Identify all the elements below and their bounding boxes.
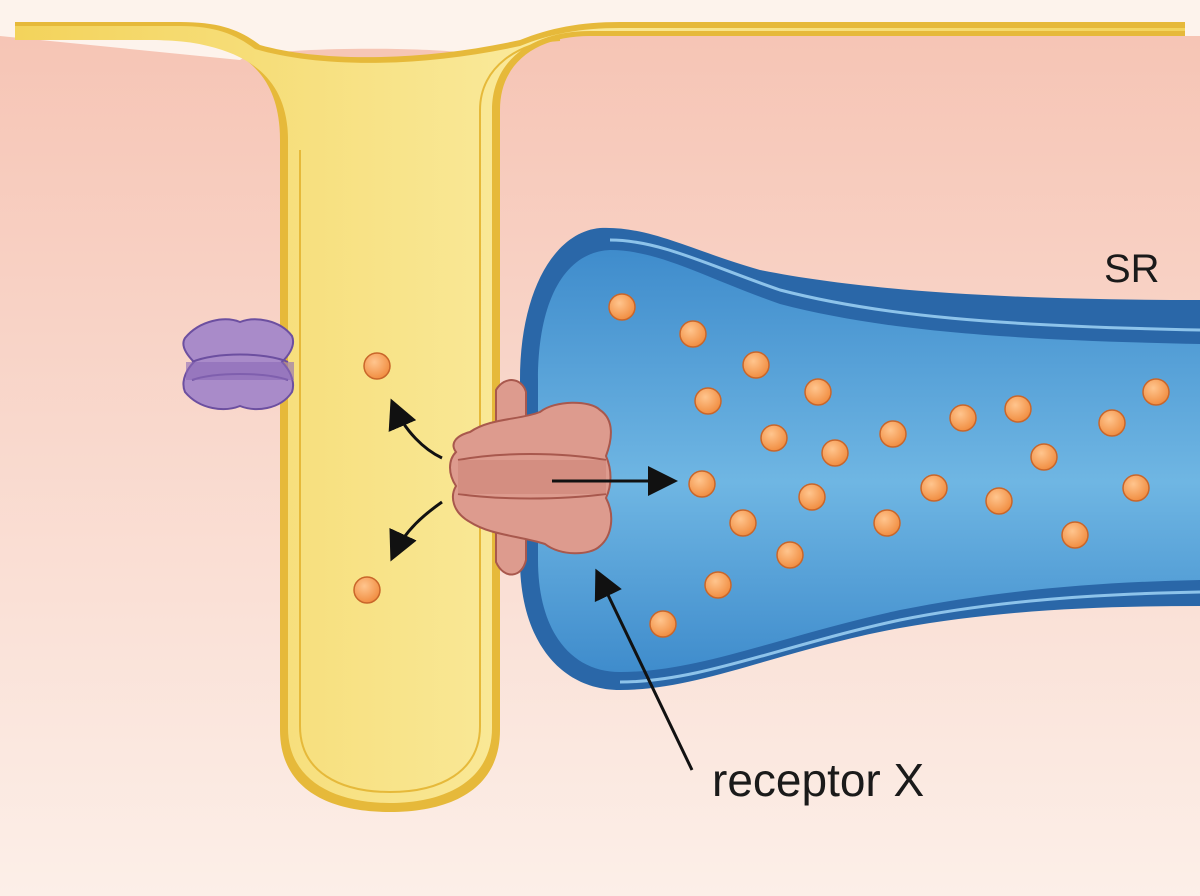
- ion: [704, 571, 732, 599]
- ion: [729, 509, 757, 537]
- tubule-ions: [353, 352, 391, 604]
- sr-lumen: [538, 250, 1200, 672]
- ion: [985, 487, 1013, 515]
- ion: [742, 351, 770, 379]
- ion: [1004, 395, 1032, 423]
- sr-label: SR: [1104, 247, 1160, 291]
- sr-ions: [608, 293, 1170, 638]
- arrow-up-left: [388, 398, 443, 460]
- ion: [1061, 521, 1089, 549]
- arrow-down-left: [389, 500, 443, 562]
- receptor-x-label: receptor X: [712, 754, 924, 806]
- ion: [688, 470, 716, 498]
- ion: [873, 509, 901, 537]
- ion: [679, 320, 707, 348]
- ion: [776, 541, 804, 569]
- ion: [1098, 409, 1126, 437]
- receptor-x-body: [449, 401, 613, 555]
- ion: [1122, 474, 1150, 502]
- sr-membrane-inner-bottom: [619, 590, 1200, 684]
- ion: [649, 610, 677, 638]
- ion: [798, 483, 826, 511]
- ion: [804, 378, 832, 406]
- ion: [879, 420, 907, 448]
- ion: [949, 404, 977, 432]
- ion: [363, 352, 391, 380]
- receptor-pointer-arrow: [594, 568, 694, 771]
- t-tubule-lumen: [15, 26, 1185, 803]
- ion: [920, 474, 948, 502]
- receptor-x: [449, 379, 613, 576]
- membrane-channel: [182, 318, 294, 411]
- ion: [821, 439, 849, 467]
- sr-membrane-inner-top: [609, 238, 1200, 332]
- ion: [1030, 443, 1058, 471]
- ion: [608, 293, 636, 321]
- t-tubule-inner-line: [299, 39, 561, 794]
- ion: [1142, 378, 1170, 406]
- ion: [353, 576, 381, 604]
- ion: [694, 387, 722, 415]
- ion: [760, 424, 788, 452]
